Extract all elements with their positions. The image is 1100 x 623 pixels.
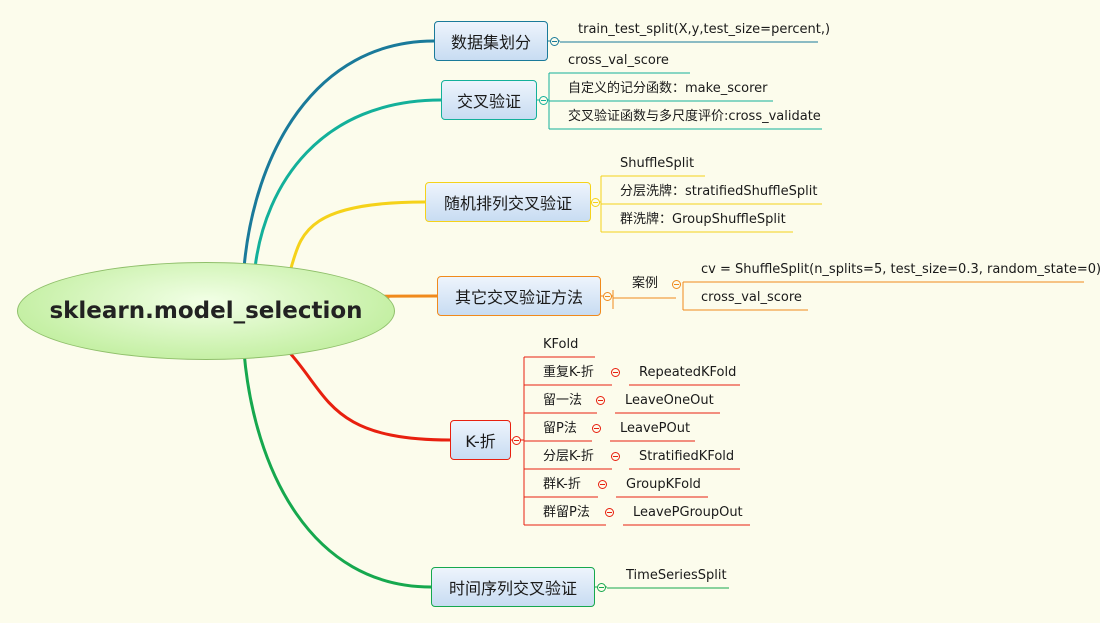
branch-connector xyxy=(287,350,452,442)
leaf-label[interactable]: LeaveOneOut xyxy=(625,393,714,408)
branch-node[interactable]: K-折 xyxy=(450,420,511,460)
leaf-label[interactable]: GroupKFold xyxy=(626,477,701,492)
leaf-label[interactable]: ShuffleSplit xyxy=(620,156,695,171)
leaf-label[interactable]: LeavePGroupOut xyxy=(633,505,743,520)
subtopic-label[interactable]: 重复K-折 xyxy=(543,365,594,380)
leaf-label[interactable]: 群洗牌：GroupShuffleSplit xyxy=(620,212,786,227)
subtopic-label[interactable]: 群K-折 xyxy=(543,477,581,492)
branch-node[interactable]: 其它交叉验证方法 xyxy=(437,276,601,316)
leaf-label[interactable]: train_test_split(X,y,test_size=percent,) xyxy=(578,22,831,37)
branch-connector xyxy=(289,200,427,270)
branch-connector xyxy=(253,98,443,270)
leaf-label[interactable]: cross_val_score xyxy=(701,290,802,305)
leaf-label[interactable]: 交叉验证函数与多尺度评价:cross_validate xyxy=(568,109,821,124)
leaf-label[interactable]: 分层洗牌：stratifiedShuffleSplit xyxy=(620,184,818,199)
leaf-label[interactable]: 自定义的记分函数：make_scorer xyxy=(568,81,768,96)
branch-node[interactable]: 数据集划分 xyxy=(434,21,548,61)
collapse-toggle[interactable] xyxy=(550,37,559,46)
collapse-toggle[interactable] xyxy=(605,508,614,517)
collapse-toggle[interactable] xyxy=(597,583,606,592)
subtopic-label[interactable]: 留P法 xyxy=(543,421,577,436)
leaf-label[interactable]: TimeSeriesSplit xyxy=(626,568,727,583)
collapse-toggle[interactable] xyxy=(512,436,521,445)
subtopic-label[interactable]: 案例 xyxy=(632,276,659,291)
collapse-toggle[interactable] xyxy=(603,292,612,301)
root-node[interactable]: sklearn.model_selection xyxy=(17,262,395,360)
collapse-toggle[interactable] xyxy=(672,280,681,289)
subtopic-label[interactable]: 分层K-折 xyxy=(543,449,594,464)
subtopic-label[interactable]: 群留P法 xyxy=(543,505,590,520)
branch-connector xyxy=(242,350,433,589)
branch-connector xyxy=(242,39,436,270)
collapse-toggle[interactable] xyxy=(611,368,620,377)
leaf-label[interactable]: KFold xyxy=(543,337,579,352)
collapse-toggle[interactable] xyxy=(592,424,601,433)
leaf-label[interactable]: RepeatedKFold xyxy=(639,365,737,380)
branch-node[interactable]: 随机排列交叉验证 xyxy=(425,182,591,222)
collapse-toggle[interactable] xyxy=(598,480,607,489)
subtopic-label[interactable]: 留一法 xyxy=(543,393,583,408)
collapse-toggle[interactable] xyxy=(591,198,600,207)
branch-node[interactable]: 交叉验证 xyxy=(441,80,537,120)
collapse-toggle[interactable] xyxy=(539,96,548,105)
leaf-label[interactable]: StratifiedKFold xyxy=(639,449,735,464)
leaf-label[interactable]: cross_val_score xyxy=(568,53,669,68)
leaf-label[interactable]: cv = ShuffleSplit(n_splits=5, test_size=… xyxy=(701,262,1100,277)
collapse-toggle[interactable] xyxy=(596,396,605,405)
branch-node[interactable]: 时间序列交叉验证 xyxy=(431,567,595,607)
leaf-label[interactable]: LeavePOut xyxy=(620,421,691,436)
collapse-toggle[interactable] xyxy=(611,452,620,461)
